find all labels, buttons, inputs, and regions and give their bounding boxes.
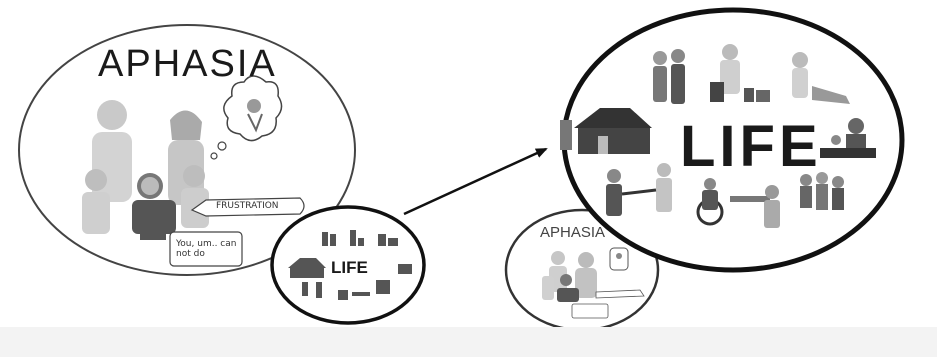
big-life-label: LIFE: [680, 114, 822, 179]
thought-bubble: [210, 75, 283, 160]
frustration-bubble: [190, 197, 305, 217]
arrow: [403, 147, 548, 216]
frustration-text: FRUSTRATION: [216, 201, 279, 211]
bottom-band: [0, 327, 937, 357]
small-life-figures: [288, 230, 412, 300]
small-aphasia-label: APHASIA: [540, 224, 606, 241]
you-um-bubble: [169, 231, 243, 267]
small-aphasia-figures: [542, 247, 645, 319]
small-life-label: LIFE: [331, 258, 368, 277]
family-figures: [82, 100, 209, 240]
you-um-text: You, um.. can not do: [176, 239, 237, 259]
big-life-figures: [560, 44, 876, 228]
aphasia-title: APHASIA: [98, 43, 277, 85]
